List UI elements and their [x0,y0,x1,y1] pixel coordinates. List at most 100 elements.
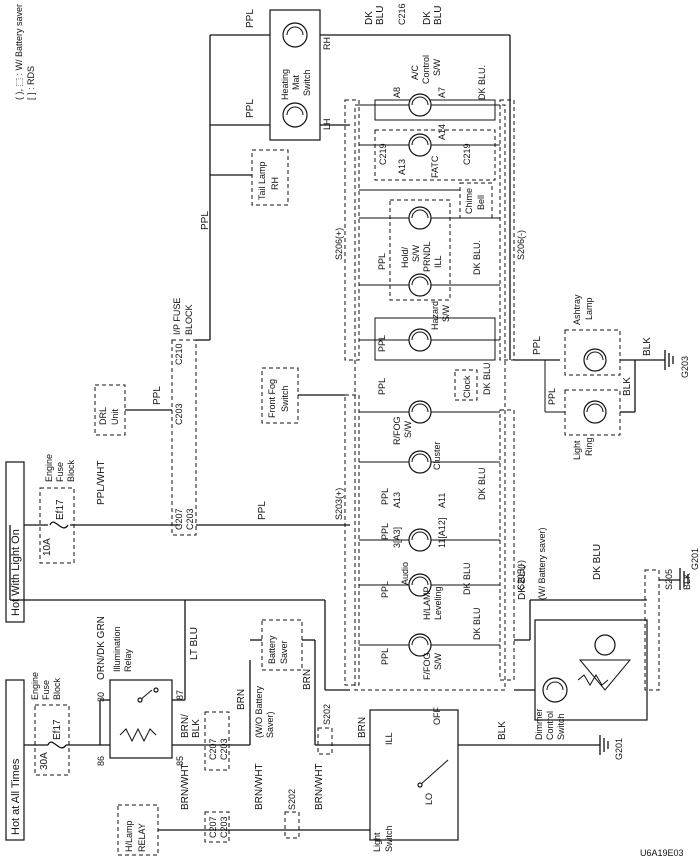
switch-position-off: OFF [432,707,442,725]
relay-coil-symbol [119,727,157,743]
wire-label-ppl-audio: PPL [380,523,390,540]
connector-c207-label-b: C207 [208,816,218,838]
wire-label-dkblu-ffog: DK BLU [472,607,482,640]
hlamp-leveling-label-2: Leveling [433,586,443,620]
wire-label-ppl-lh: PPL [245,99,256,118]
wire-label-lt-blu: LT BLU [189,627,200,660]
wire-label-ppl-rh: PPL [245,9,256,28]
splice-s206-plus [344,99,360,361]
connector-c207-label-a: C207 [208,738,218,760]
ground-g201-label-a: G201 [614,738,624,760]
dimmer-rheostat-icon [577,674,609,686]
fuse-ef17-30a-rating: 30A [39,752,50,770]
connector-c219-label-b: C219 [462,143,472,165]
fuse-block-label-3a: Block [52,677,62,700]
splice-s206-minus-label: S206(-) [516,230,526,260]
light-switch-label-2: Switch [384,825,394,852]
hlamp-leveling-label-1: H/LAMP [422,586,432,620]
splice-s202-upper [317,727,333,755]
connector-c203-label-d: C203 [174,403,184,425]
light-ring-label-2: Ring [584,437,594,456]
legend-battery-saver: ( ), ⬚ : W/ Battery saver [14,4,24,100]
connector-c207-label-c: C207 [174,508,184,530]
svg-text:87: 87 [175,690,185,700]
pin-a7: A7 [437,87,447,98]
wire-label-blk-ring: BLK [622,377,633,396]
side-label-lh: LH [322,118,332,130]
rfog-sw-label-1: R/FOG [392,417,402,446]
switch-position-ill: ILL [384,732,394,745]
splice-s205 [644,569,660,691]
ac-control-label-3: S/W [432,58,442,76]
wire-label-ppl-hazard: PPL [377,335,387,352]
svg-text:86: 86 [96,756,106,766]
splice-s206-plus-label: S206(+) [334,228,344,260]
clock-box [454,369,478,401]
ground-g201-label-b: G201 [690,548,700,570]
hlamp-relay-label-2: RELAY [137,823,147,852]
note-w-battery-saver: (W/ Battery saver) [537,527,547,600]
dimmer-label-3: Switch [556,713,566,740]
fatc-label: FATC [430,155,440,178]
hazard-sw-label-2: S/W [441,304,451,322]
drl-unit-box [94,384,126,436]
ac-control-label-1: A/C [410,64,420,80]
hot-at-all-times-box [5,679,25,841]
audio-label: Audio [400,562,410,585]
wire-label-dk-1: DK [364,11,375,25]
dimmer-transistor-icon [594,634,616,656]
chime-bell-box [459,182,493,219]
connector-c207-c203-lower [204,711,230,771]
splice-s205-minus [499,409,515,681]
wire-label-ppl-ring: PPL [547,388,557,405]
tail-lamp-label-2: RH [270,177,280,190]
light-ring-label-1: Light [572,440,582,460]
wire-label-blu-2: BLU [433,6,444,25]
heating-mat-label-3: Switch [302,69,312,96]
ashtray-lamp-label-2: Lamp [584,297,594,320]
illumination-relay-label-1: Illumination [112,626,122,672]
note-wo-battery-saver-2: Saver) [265,711,275,738]
connector-c216-label: C216 [397,3,407,25]
ip-fuse-block-label-2: BLOCK [184,304,194,335]
wire-label-dkblu-dimmer: DK BLU [517,564,528,600]
wire-label-brn-wht-b: BRN/WHT [254,763,265,810]
front-fog-switch-label-1: Front Fog [267,379,277,418]
splice-s202-label-a: S202 [322,704,332,725]
ffog-sw-label-2: S/W [433,652,443,670]
fuse-ef17-30a-symbol [47,741,67,749]
wire-label-ppl-hold: PPL [377,253,387,270]
wire-label-dk-2: DK [422,11,433,25]
svg-text:30: 30 [96,692,106,702]
wire-label-orn-dkgrn: ORN/DK GRN [96,616,107,680]
wire-label-ppl-ffog: PPL [380,648,390,665]
heating-mat-label-2: Mat [291,74,301,90]
fuse-block-label-1a: Engine [30,672,40,700]
connector-c210-label: C210 [174,343,184,365]
clock-label: Clock [462,375,472,398]
prndl-label-2: ILL [433,255,443,268]
drl-unit-label-2: Unit [110,408,120,425]
wire-label-dkblu-clock: DK BLU [482,362,492,395]
wire-label-brn-c: BRN [357,717,368,738]
pin-a12: 11[A12] [437,518,447,548]
front-fog-switch-label-2: Switch [280,385,290,412]
splice-s203-plus [344,394,360,686]
light-switch-box [369,709,459,841]
wire-label-blu-1: BLU [375,6,386,25]
fuse-block-label-1b: Engine [44,454,54,482]
hazard-sw-label-1: Hazard [430,301,440,330]
wire-label-ppl-clock: PPL [377,378,387,395]
hot-at-all-times-label: Hot at All Times [10,758,22,835]
battery-saver-label-1: Battery [267,635,277,664]
ashtray-lamp-label-1: Ashtray [572,294,582,325]
battery-saver-box [261,619,303,671]
connector-c203-label-b: C203 [219,816,229,838]
hold-sw-label-1: Hold/ [400,246,410,268]
wire-label-ppl-wht: PPL/WHT [96,461,107,505]
ip-fuse-block-connector [171,339,197,536]
wire-label-brn-b: BRN [302,669,313,690]
wire-label-brn-blk-1: BRN/ [180,714,191,738]
wire-label-brn-blk-2: BLK [191,719,202,738]
fuse-ef17-10a-rating: 10A [42,538,53,556]
